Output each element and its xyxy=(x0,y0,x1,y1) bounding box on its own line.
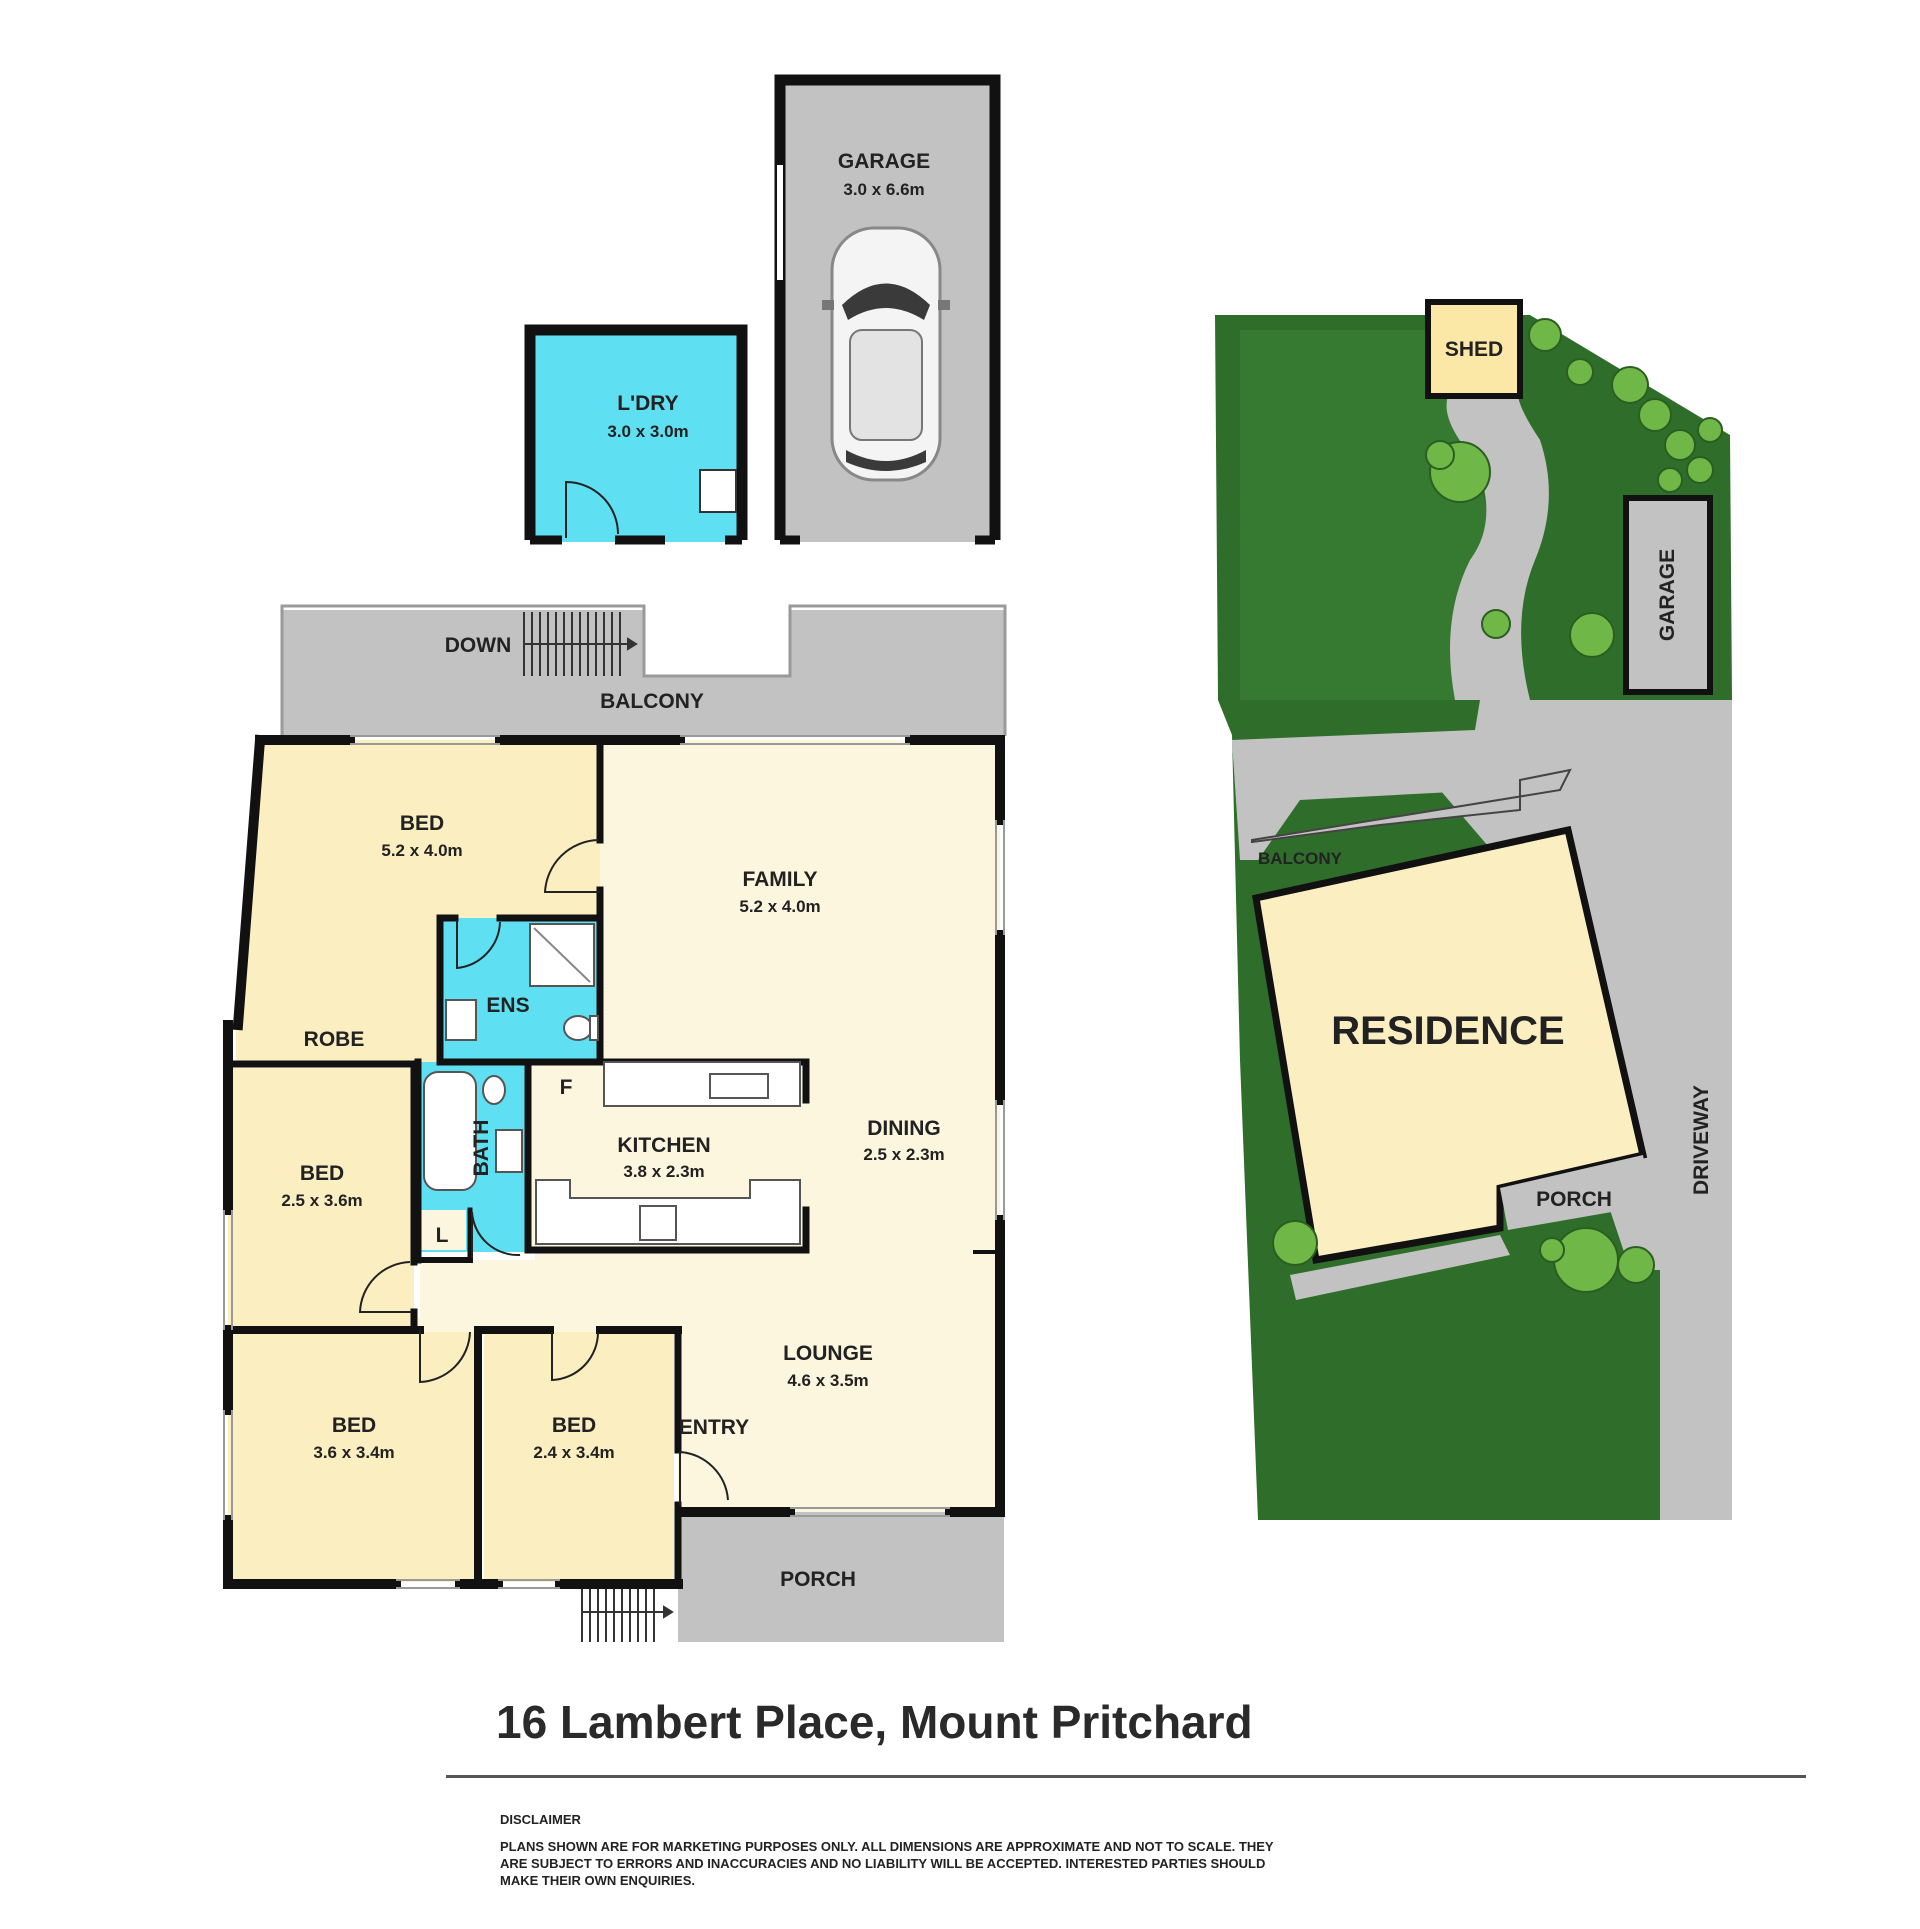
lounge-label: LOUNGE xyxy=(783,1342,873,1365)
sink-icon xyxy=(709,1073,769,1099)
lounge-dims: 4.6 x 3.5m xyxy=(787,1371,868,1390)
bath-label: BATH xyxy=(470,1120,493,1177)
dining-dims: 2.5 x 2.3m xyxy=(863,1145,944,1164)
garage-dims: 3.0 x 6.6m xyxy=(843,180,924,199)
linen-fill xyxy=(418,1210,466,1250)
porch-stairs-icon xyxy=(581,1580,674,1642)
bed-4-dims: 2.4 x 3.4m xyxy=(533,1443,614,1462)
fridge-label: F xyxy=(560,1076,573,1099)
bed-2-dims: 2.5 x 3.6m xyxy=(281,1191,362,1210)
bed-3-fill xyxy=(228,1332,478,1582)
residence-label: RESIDENCE xyxy=(1331,1009,1564,1053)
site-balcony-label: BALCONY xyxy=(1258,849,1343,868)
driveway-label: DRIVEWAY xyxy=(1690,1085,1713,1195)
dining-label: DINING xyxy=(867,1117,941,1140)
bed-3-label: BED xyxy=(332,1414,376,1437)
disclaimer-heading: DISCLAIMER xyxy=(500,1812,581,1827)
bed-3-dims: 3.6 x 3.4m xyxy=(313,1443,394,1462)
shed xyxy=(1425,299,1523,399)
bed-4-label: BED xyxy=(552,1414,596,1437)
kitchen-dims: 3.8 x 2.3m xyxy=(623,1162,704,1181)
laundry-room: L'DRY 3.0 x 3.0m xyxy=(524,324,748,545)
bath-vanity-icon xyxy=(495,1129,523,1173)
bed-main-dims: 5.2 x 4.0m xyxy=(381,841,462,860)
robe-label: ROBE xyxy=(304,1028,365,1051)
linen-label: L xyxy=(436,1224,449,1247)
laundry-tub-icon xyxy=(699,469,737,513)
entry-label: ENTRY xyxy=(679,1416,749,1439)
fixtures xyxy=(423,923,801,1245)
balcony-label: BALCONY xyxy=(600,690,704,713)
bed-2-fill xyxy=(228,1068,414,1330)
robe-fill xyxy=(236,1030,440,1062)
porch: PORCH xyxy=(581,1512,1004,1642)
porch-label: PORCH xyxy=(780,1568,856,1591)
garage-room: GARAGE 3.0 x 6.6m xyxy=(774,74,1001,545)
bath-toilet-icon xyxy=(482,1075,506,1105)
disclaimer-text: PLANS SHOWN ARE FOR MARKETING PURPOSES O… xyxy=(500,1839,1274,1888)
doors xyxy=(358,839,729,1505)
laundry-dims: 3.0 x 3.0m xyxy=(607,422,688,441)
site-porch-label: PORCH xyxy=(1536,1188,1612,1211)
bed-2-label: BED xyxy=(300,1162,344,1185)
laundry-label: L'DRY xyxy=(617,392,678,415)
shed-label: SHED xyxy=(1445,338,1503,361)
site-plan: SHED GARAGE BALCONY RESIDENCE PORCH DRIV… xyxy=(1215,299,1732,1520)
balcony: DOWN BALCONY xyxy=(280,600,1007,736)
kitchen-label: KITCHEN xyxy=(617,1134,710,1157)
driveway-area xyxy=(1232,700,1732,1520)
family-dims: 5.2 x 4.0m xyxy=(739,897,820,916)
garden-path xyxy=(1446,396,1549,700)
bathtub-icon xyxy=(423,1071,477,1191)
shrub-icons xyxy=(1272,318,1723,1293)
family-label: FAMILY xyxy=(742,868,817,891)
bed-main-label: BED xyxy=(400,812,444,835)
bed-main-fill xyxy=(240,740,600,1030)
cooktop-icon xyxy=(639,1205,677,1241)
site-garage xyxy=(1623,495,1713,695)
floor-plan: GARAGE 3.0 x 6.6m L'DRY 3.0 x 3.0m xyxy=(223,74,1007,1642)
balcony-stairs-icon xyxy=(523,612,638,676)
ensuite-vanity-icon xyxy=(445,999,477,1041)
walls xyxy=(223,734,1005,1589)
car-icon xyxy=(822,226,950,482)
bed-4-fill xyxy=(484,1332,674,1582)
property-address: 16 Lambert Place, Mount Pritchard xyxy=(496,1696,1253,1748)
toilet-icon xyxy=(563,1015,593,1041)
garage-label: GARAGE xyxy=(838,150,930,173)
kitchen-bench-top xyxy=(603,1061,801,1107)
stairs-down-label: DOWN xyxy=(445,634,512,657)
ensuite-label: ENS xyxy=(486,994,529,1017)
site-garage-label: GARAGE xyxy=(1656,549,1679,641)
footer-divider xyxy=(446,1775,1806,1778)
windows xyxy=(223,735,1005,1589)
